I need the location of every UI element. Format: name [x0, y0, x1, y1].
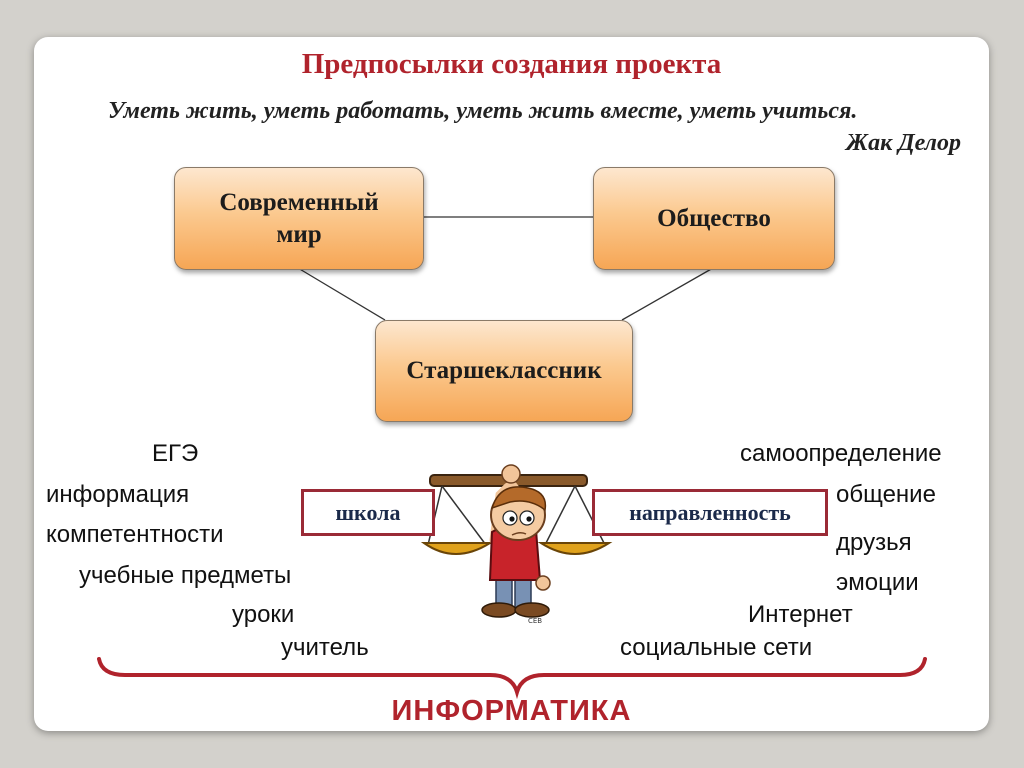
box-senior-student: Старшеклассник: [375, 320, 633, 422]
quote-author: Жак Делор: [846, 130, 961, 156]
right-word: Интернет: [748, 601, 853, 628]
left-word: ЕГЭ: [152, 440, 199, 467]
left-word: компетентности: [46, 521, 224, 548]
box-modern-world-label: Современный мир: [219, 189, 379, 248]
right-word: эмоции: [836, 569, 919, 596]
artist-signature: СЕВ: [528, 617, 542, 625]
quote-text: Уметь жить, уметь работать, уметь жить в…: [108, 98, 858, 124]
left-word: уроки: [232, 601, 295, 628]
slide-title: Предпосылки создания проекта: [301, 48, 722, 80]
scale-pan-left: [420, 542, 494, 555]
left-word: учебные предметы: [79, 562, 292, 589]
right-word: общение: [836, 481, 936, 508]
connector-modern-senior: [297, 267, 386, 321]
box-senior-student-label: Старшеклассник: [406, 357, 602, 385]
left-word: учитель: [281, 634, 369, 661]
tag-direction-label: направленность: [629, 499, 791, 525]
right-word: социальные сети: [620, 634, 813, 661]
connector-society-senior: [621, 267, 714, 321]
tag-school: школа: [301, 489, 435, 536]
tag-direction: направленность: [592, 489, 828, 536]
scale-pan-right: [537, 542, 613, 555]
left-word: информация: [46, 481, 190, 508]
tag-school-label: школа: [335, 499, 401, 525]
box-society-label: Общество: [657, 204, 771, 232]
box-society: Общество: [593, 167, 835, 270]
right-word: друзья: [836, 529, 912, 556]
curly-brace-path: [97, 657, 927, 700]
bottom-label-informatics: ИНФОРМАТИКА: [391, 695, 632, 727]
right-word: самоопределение: [740, 440, 942, 467]
box-modern-world: Современный мир: [174, 167, 424, 270]
